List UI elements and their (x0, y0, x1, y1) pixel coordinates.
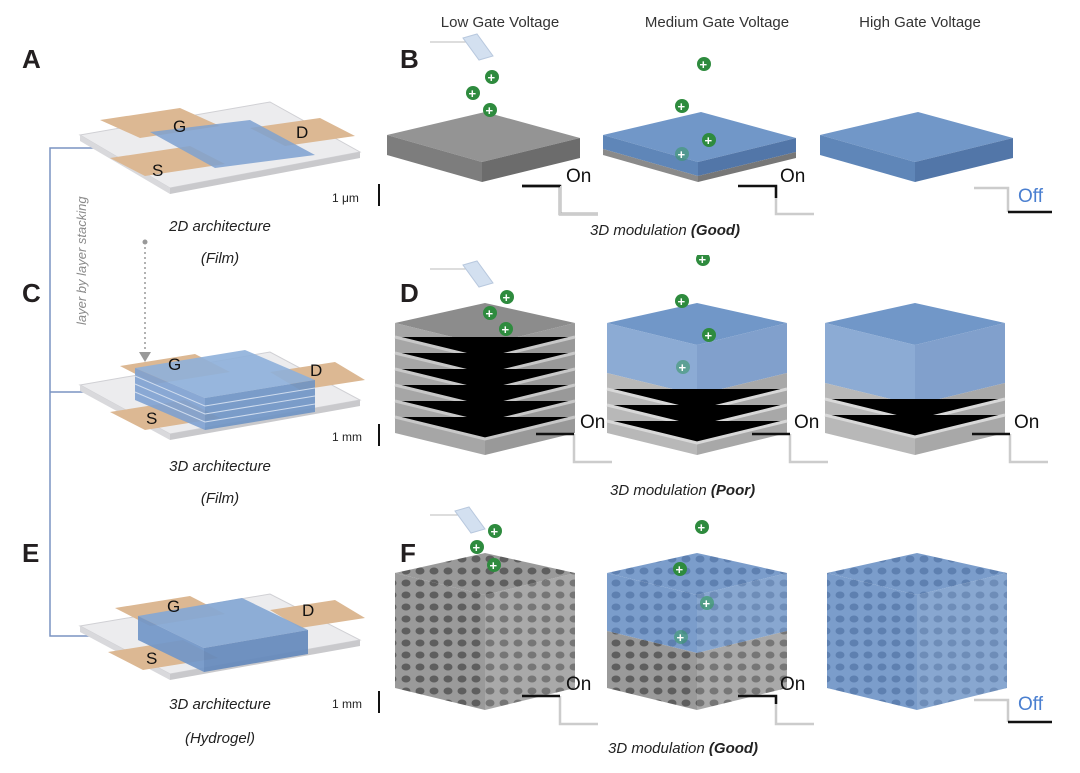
scale-text-row1: 1 μm (332, 191, 359, 205)
gate-letter: G (168, 355, 181, 374)
switch-icon-off (974, 698, 1052, 724)
svg-text:+: + (703, 596, 711, 611)
plus-ion-icon: + + + (470, 524, 502, 573)
panel-f-porous: + + + + + + + (395, 506, 1007, 710)
switch-icon-on (972, 432, 1048, 464)
state-row2-medium: On (794, 412, 820, 433)
switch-icon-on (536, 432, 612, 464)
svg-text:+: + (705, 328, 713, 343)
drain-letter: D (296, 123, 308, 142)
plus-ion-icon: + + + + (673, 520, 714, 645)
state-row3-medium: On (780, 674, 806, 695)
switch-icon-off (974, 186, 1052, 214)
panel-label-d: D (400, 278, 419, 308)
gate-letter: G (167, 597, 180, 616)
state-row3-high: Off (1018, 694, 1043, 715)
svg-text:+: + (469, 86, 477, 101)
svg-text:+: + (473, 540, 481, 555)
plus-ion-icon: + + + + (675, 57, 716, 162)
panel-b-slabs: + + + + + + + (387, 33, 1013, 182)
panel-label-f: F (400, 538, 416, 568)
state-row2-high: On (1014, 412, 1040, 433)
panel-label-e: E (22, 538, 40, 568)
svg-text:+: + (491, 524, 499, 539)
scale-bar-row2 (378, 424, 380, 446)
modulation-quality-row3: (Good) (708, 740, 759, 757)
gate-probe-icon (462, 260, 494, 288)
svg-text:+: + (503, 290, 511, 305)
modulation-text-row1: 3D modulation (590, 222, 687, 239)
panel-label-a: A (22, 44, 41, 74)
column-header-high: High Gate Voltage (859, 14, 981, 31)
svg-text:+: + (678, 147, 686, 162)
svg-text:+: + (705, 133, 713, 148)
column-header-medium: Medium Gate Voltage (644, 14, 790, 31)
arch-sub-row3: (Hydrogel) (184, 730, 256, 747)
stacking-label: layer by layer stacking (74, 196, 89, 325)
switch-icon-on (738, 694, 814, 726)
svg-text:+: + (698, 520, 706, 535)
state-row1-low: On (566, 166, 592, 187)
source-letter: S (146, 649, 157, 668)
state-row1-medium: On (780, 166, 806, 187)
source-letter: S (146, 409, 157, 428)
gate-probe-icon (462, 33, 494, 61)
scale-bar-row3 (378, 691, 380, 713)
switch-icon-on (738, 184, 814, 216)
modulation-row1: 3D modulation (Good) (590, 222, 740, 239)
arch-sub-row2: (Film) (200, 490, 240, 507)
svg-text:+: + (677, 630, 685, 645)
modulation-quality-row2: (Poor) (710, 482, 756, 499)
arch-label-row1: 2D architecture (169, 218, 271, 235)
modulation-text-row3: 3D modulation (608, 740, 705, 757)
modulation-quality-row1: (Good) (690, 222, 741, 239)
device-3d-hydrogel: G D S (78, 593, 365, 680)
svg-text:+: + (486, 306, 494, 321)
arch-sub-row1: (Film) (200, 250, 240, 267)
device-3d-film: G D S (78, 350, 365, 440)
svg-text:+: + (486, 103, 494, 118)
plus-ion-icon: + + + (466, 70, 499, 118)
column-header-low: Low Gate Voltage (440, 14, 560, 31)
svg-text:+: + (502, 322, 510, 337)
scale-bar-row1 (378, 184, 380, 206)
plus-ion-icon: + + + + (675, 255, 716, 375)
arch-label-row3: 3D architecture (169, 696, 271, 713)
drain-letter: D (302, 601, 314, 620)
svg-text:+: + (488, 70, 496, 85)
svg-text:+: + (679, 360, 687, 375)
svg-text:+: + (678, 99, 686, 114)
switch-icon-on (522, 184, 598, 216)
gate-letter: G (173, 117, 186, 136)
scale-text-row3: 1 mm (332, 697, 362, 711)
drain-letter: D (310, 361, 322, 380)
modulation-row2: 3D modulation (Poor) (610, 482, 755, 499)
panel-label-b: B (400, 44, 419, 74)
modulation-row3: 3D modulation (Good) (608, 740, 758, 757)
panel-label-c: C (22, 278, 41, 308)
svg-text:+: + (490, 558, 498, 573)
channel-film (150, 120, 315, 168)
switch-icon-on (752, 432, 828, 464)
modulation-text-row2: 3D modulation (610, 482, 707, 499)
gate-probe-icon (454, 506, 486, 534)
svg-text:+: + (699, 255, 707, 267)
svg-text:+: + (700, 57, 708, 72)
state-row3-low: On (566, 674, 592, 695)
switch-icon-on (522, 694, 598, 726)
scale-text-row2: 1 mm (332, 430, 362, 444)
plus-ion-icon: + + + (483, 290, 514, 337)
device-2d-film: G D S (78, 101, 362, 194)
state-row1-high: Off (1018, 186, 1043, 207)
svg-text:+: + (676, 562, 684, 577)
panel-d-cubes: + + + + + + + (394, 255, 1006, 455)
arch-label-row2: 3D architecture (169, 458, 271, 475)
svg-text:+: + (678, 294, 686, 309)
state-row2-low: On (580, 412, 606, 433)
source-letter: S (152, 161, 163, 180)
